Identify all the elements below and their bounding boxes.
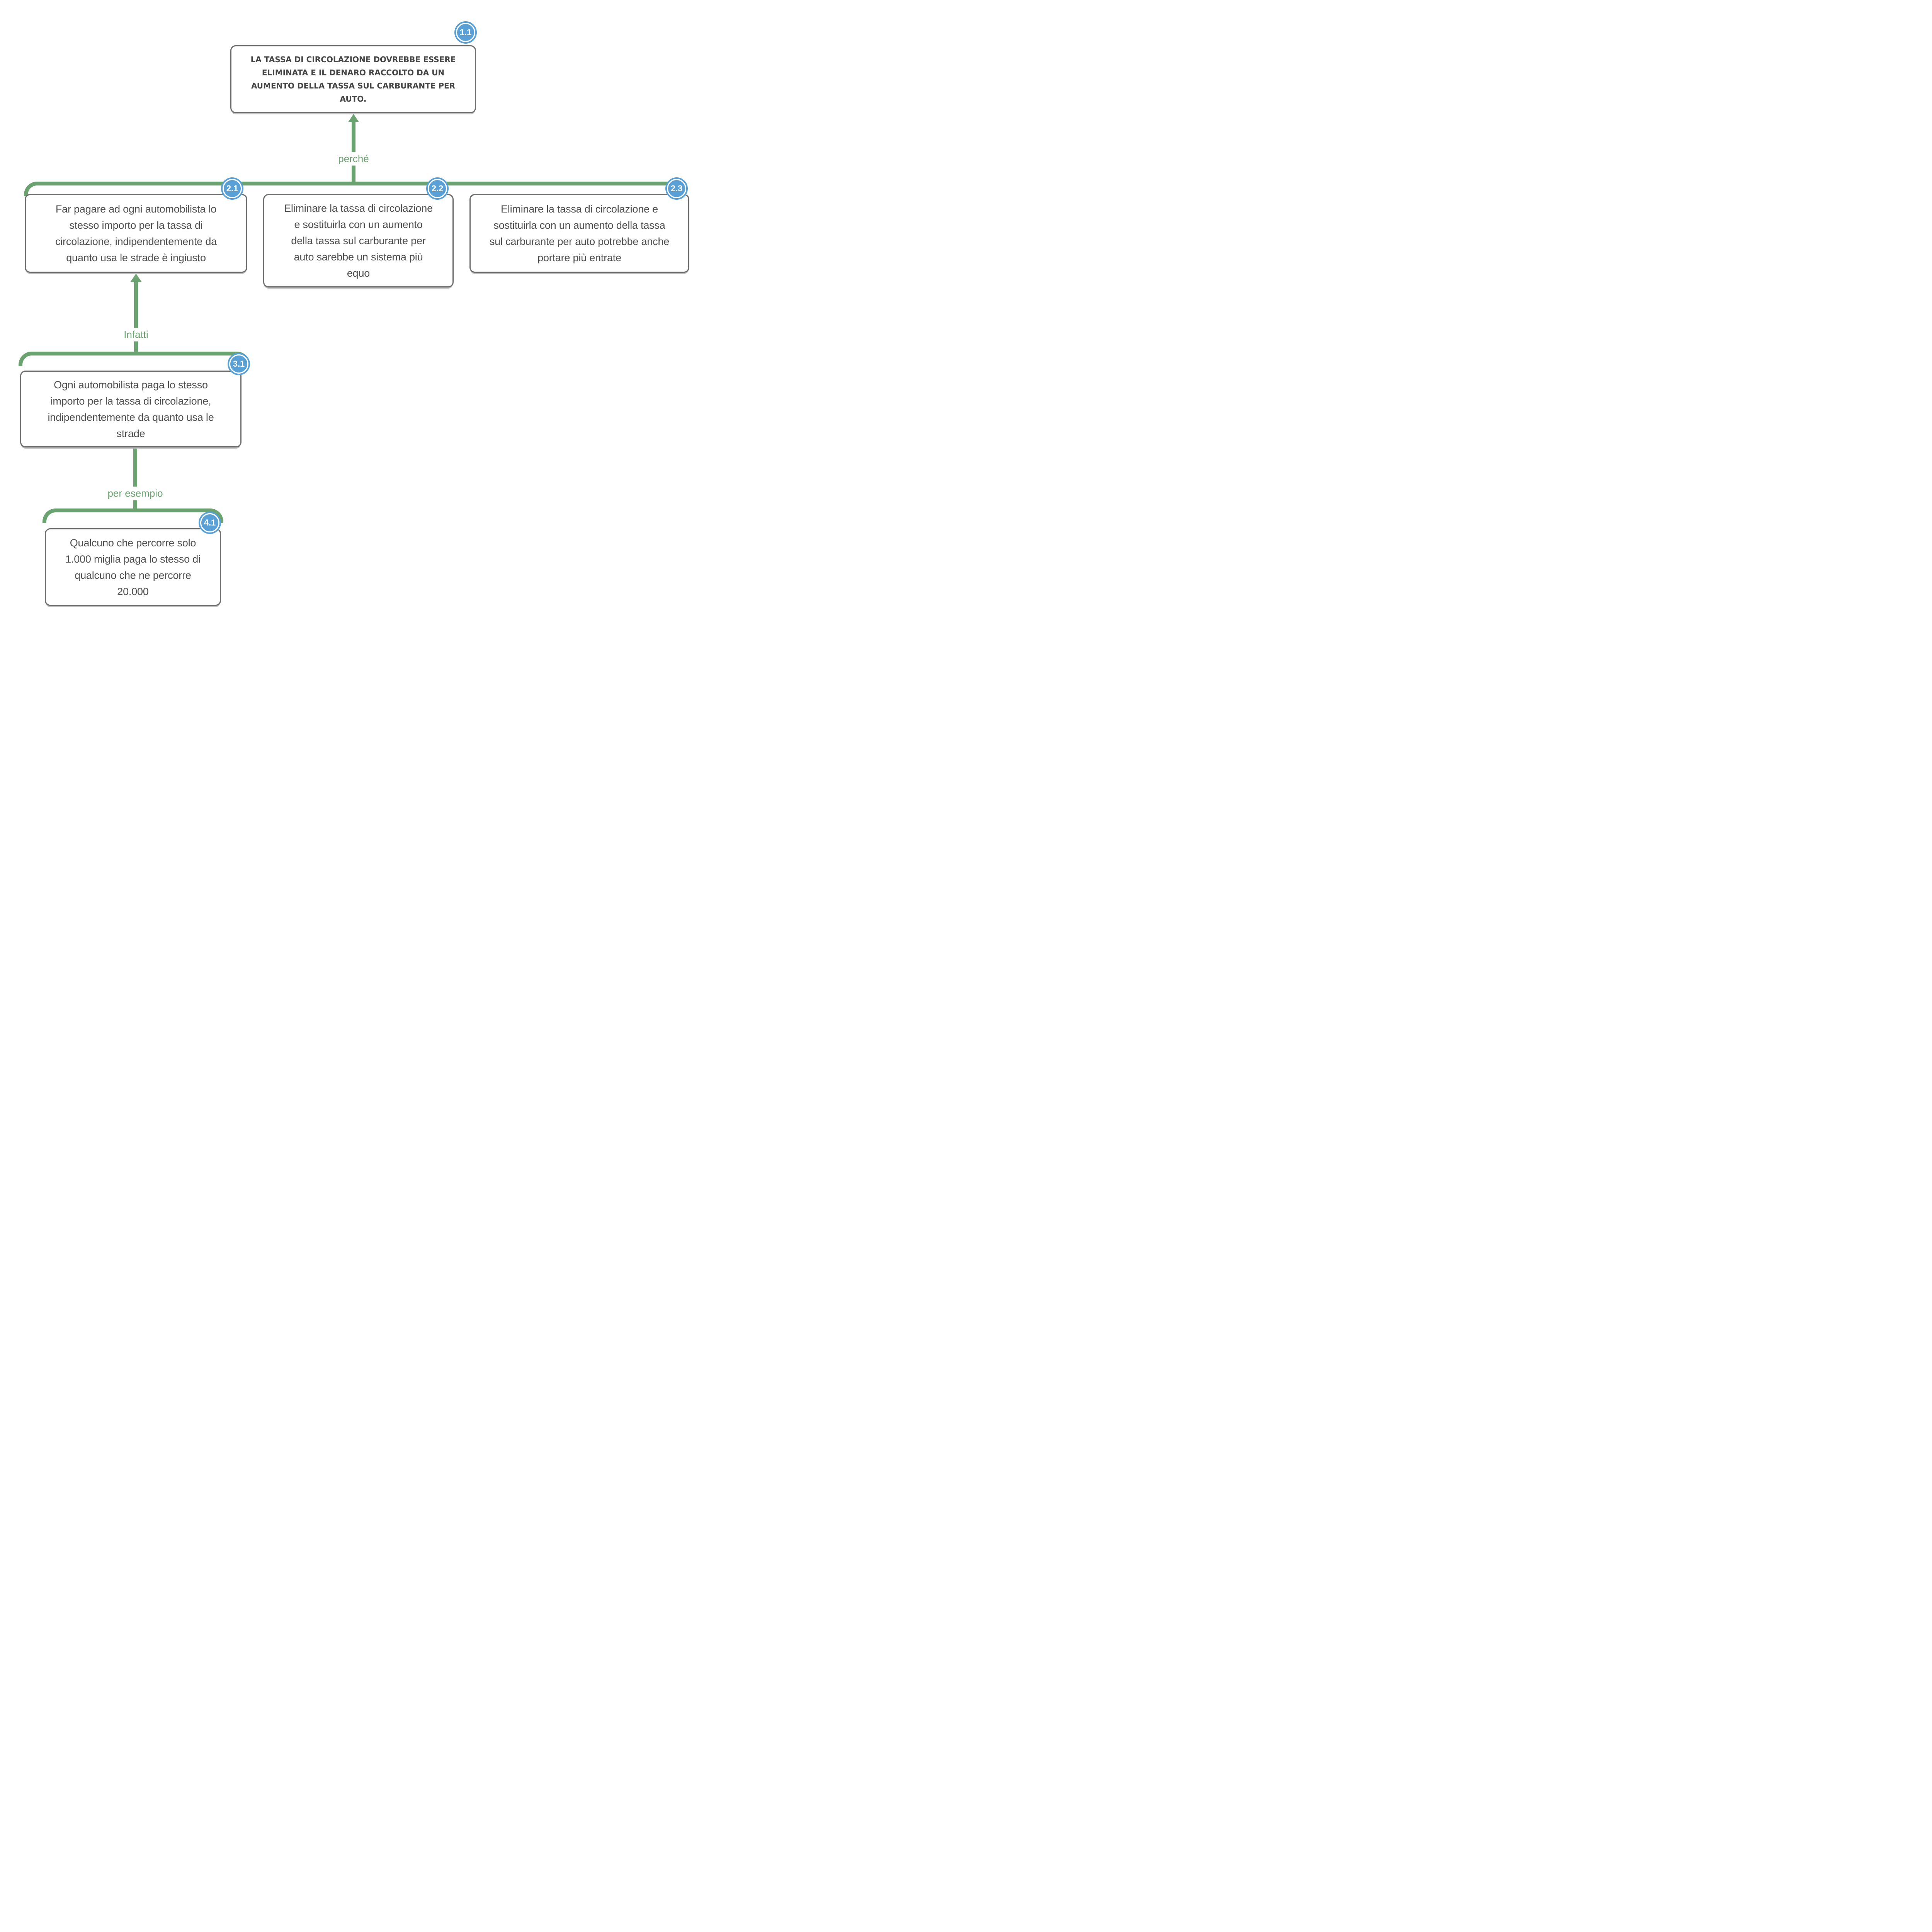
group-bracket-level4 bbox=[43, 509, 223, 523]
connector-line-per-esempio bbox=[133, 447, 137, 509]
badge-label: 1.1 bbox=[459, 27, 472, 37]
claim-text-4-1: Qualcuno che percorre solo 1.000 miglia … bbox=[65, 537, 201, 597]
badge-label: 4.1 bbox=[204, 518, 216, 527]
connector-label-perche: perché bbox=[335, 152, 372, 166]
arrow-up-icon bbox=[131, 274, 141, 282]
claim-text-2-1: Far pagare ad ogni automobilista lo stes… bbox=[55, 203, 217, 264]
claim-text-2-2: Eliminare la tassa di circolazione e sos… bbox=[284, 202, 433, 279]
claim-text-2-3: Eliminare la tassa di circolazione e sos… bbox=[489, 203, 670, 264]
node-number-badge-2-1[interactable]: 2.1 bbox=[221, 177, 243, 200]
claim-box-4-1[interactable]: Qualcuno che percorre solo 1.000 miglia … bbox=[45, 528, 221, 606]
connector-line-infatti bbox=[134, 281, 138, 352]
badge-label: 2.2 bbox=[431, 184, 444, 193]
node-number-badge-2-2[interactable]: 2.2 bbox=[426, 177, 449, 200]
claim-box-2-1[interactable]: Far pagare ad ogni automobilista lo stes… bbox=[25, 194, 247, 273]
arrow-up-icon bbox=[348, 114, 359, 122]
claim-box-2-2[interactable]: Eliminare la tassa di circolazione e sos… bbox=[263, 194, 454, 287]
claim-box-2-3[interactable]: Eliminare la tassa di circolazione e sos… bbox=[469, 194, 689, 273]
node-number-badge-1-1[interactable]: 1.1 bbox=[454, 21, 477, 44]
argument-map-canvas: La tassa di circolazione dovrebbe essere… bbox=[0, 0, 701, 626]
node-number-badge-4-1[interactable]: 4.1 bbox=[199, 512, 221, 534]
node-number-badge-2-3[interactable]: 2.3 bbox=[665, 177, 688, 200]
claim-text-3-1: Ogni automobilista paga lo stesso import… bbox=[48, 379, 214, 439]
claim-box-1-1[interactable]: La tassa di circolazione dovrebbe essere… bbox=[230, 45, 476, 113]
group-bracket-level3 bbox=[19, 352, 250, 366]
node-number-badge-3-1[interactable]: 3.1 bbox=[228, 353, 250, 375]
connector-label-infatti: Infatti bbox=[121, 328, 151, 342]
badge-label: 3.1 bbox=[233, 359, 245, 369]
claim-text-1-1: La tassa di circolazione dovrebbe essere… bbox=[250, 55, 456, 104]
connector-label-per-esempio: per esempio bbox=[104, 486, 166, 500]
connector-line-perche bbox=[352, 121, 355, 182]
badge-label: 2.1 bbox=[226, 184, 238, 193]
badge-label: 2.3 bbox=[670, 184, 683, 193]
claim-box-3-1[interactable]: Ogni automobilista paga lo stesso import… bbox=[20, 371, 242, 447]
